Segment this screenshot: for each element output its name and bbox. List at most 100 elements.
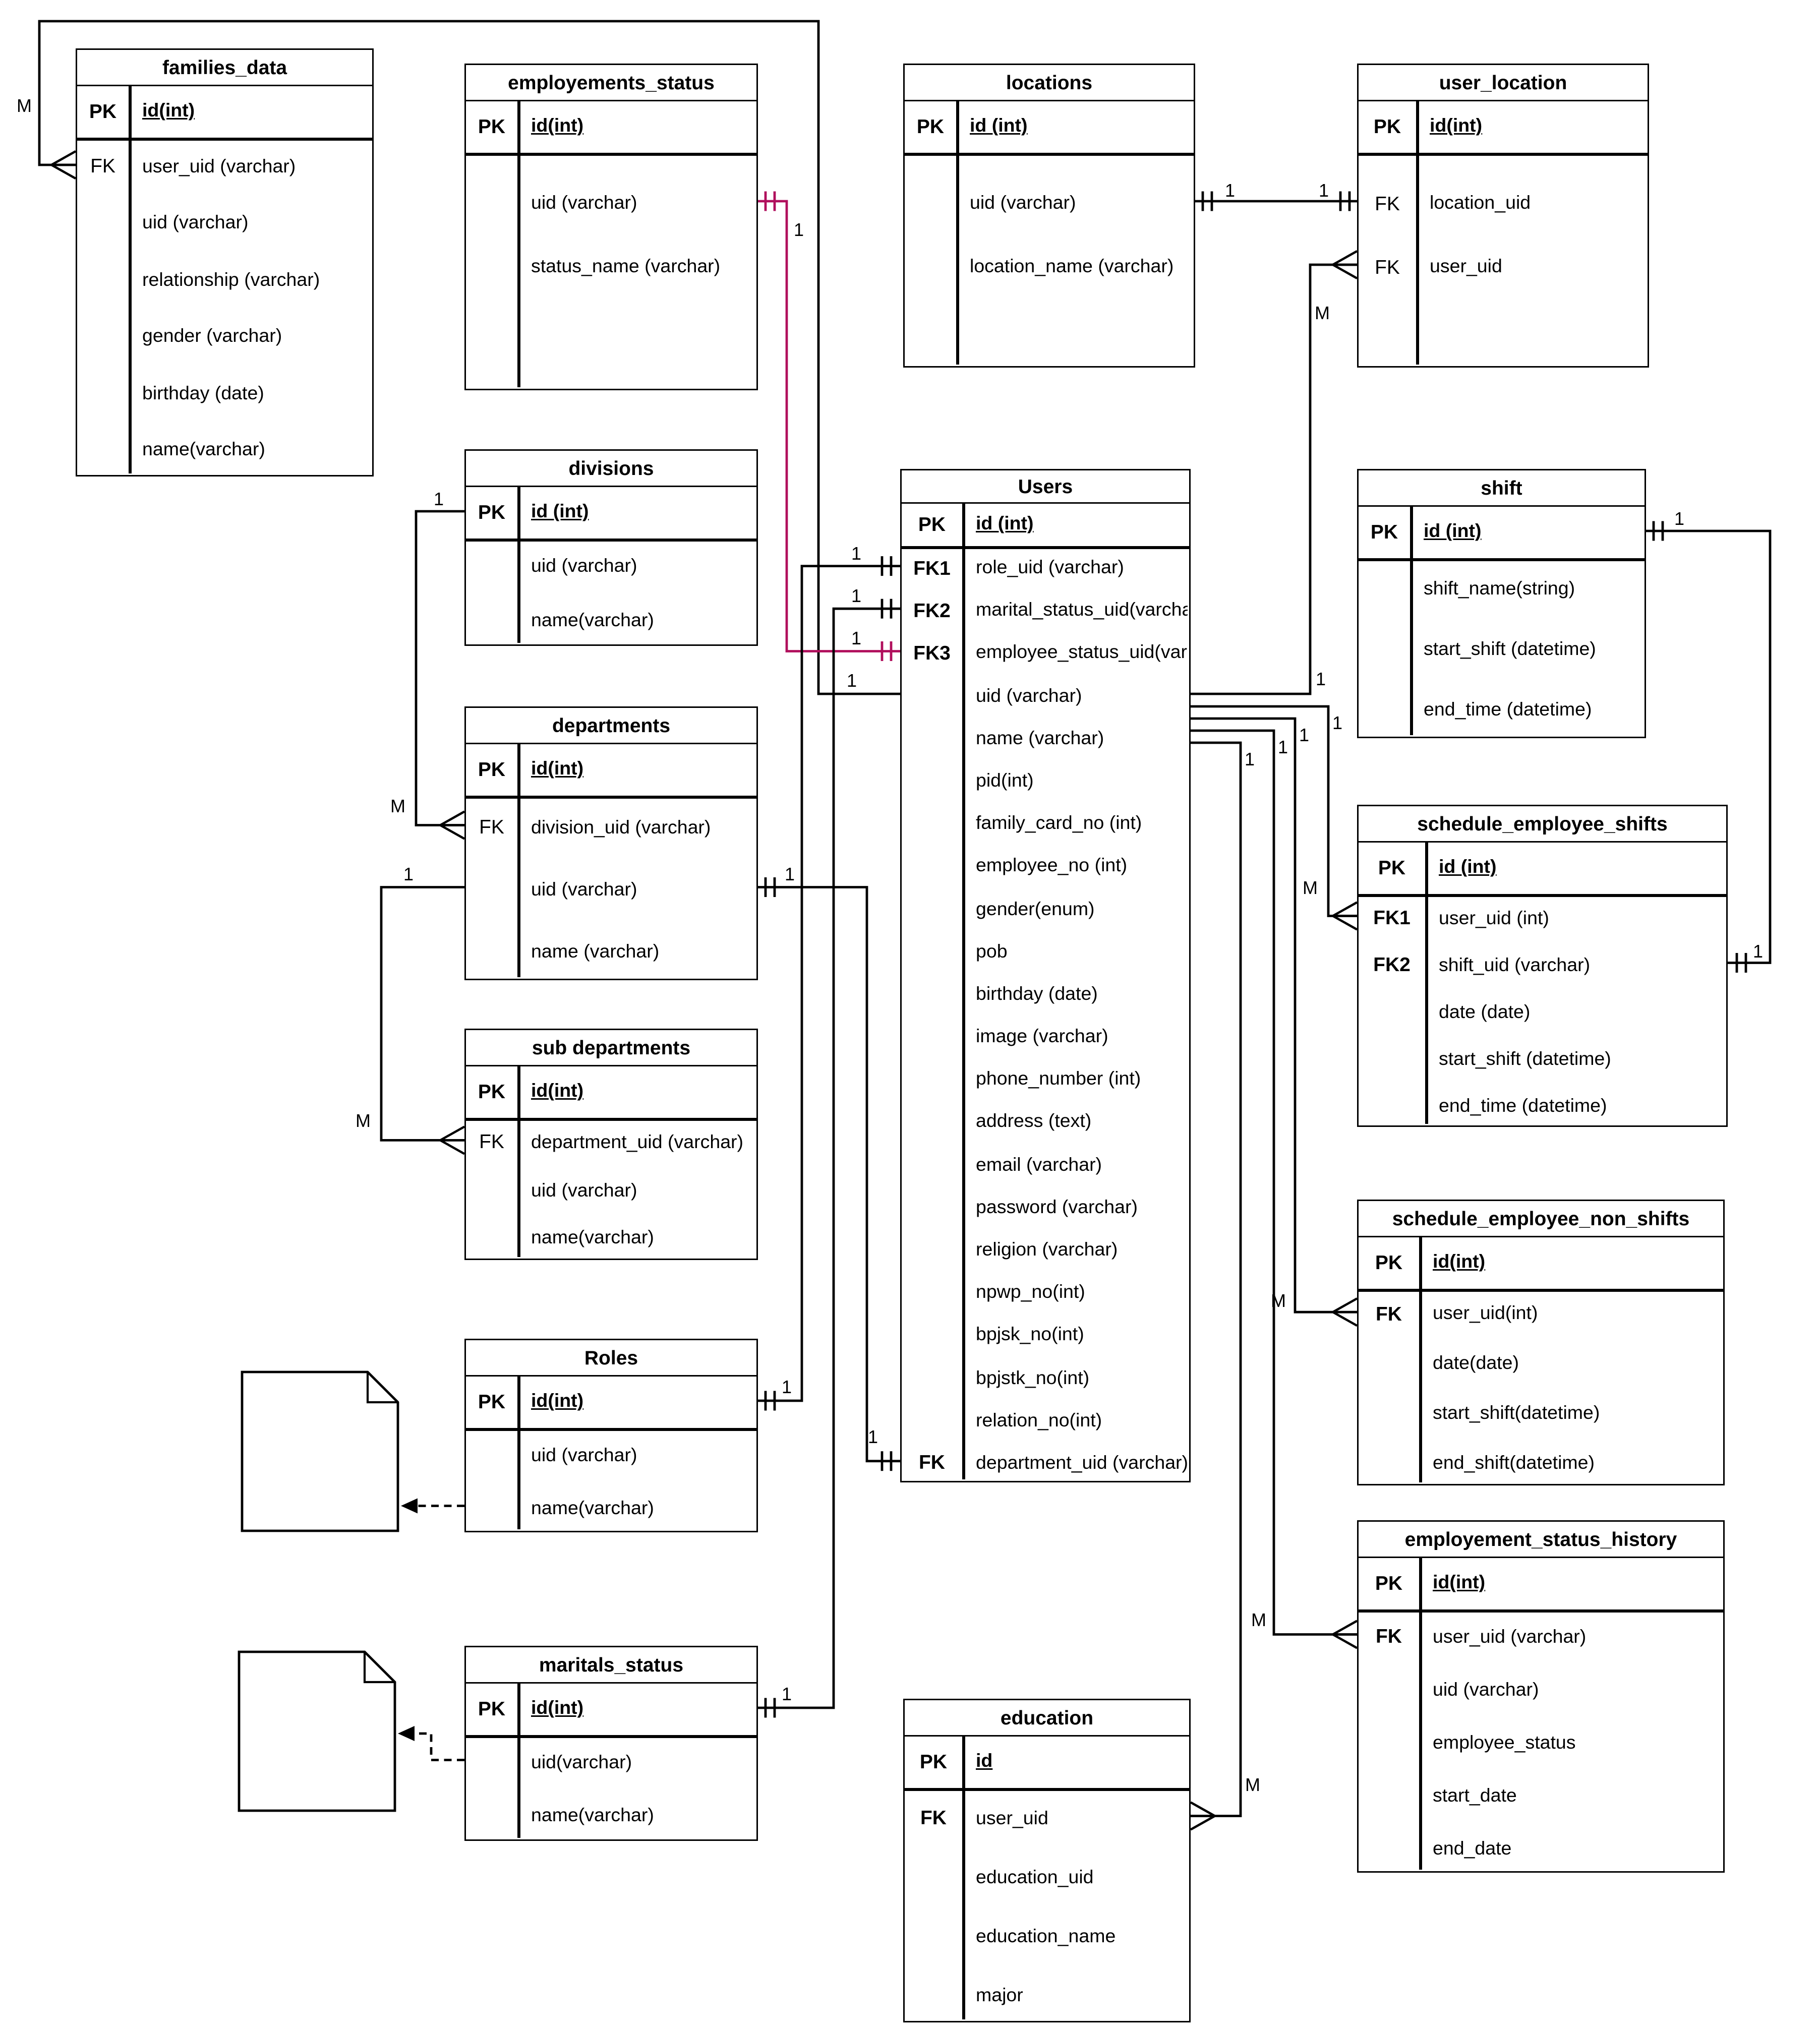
relationship-line-maritals-users-fk2 (758, 607, 900, 1709)
pk-field-label: id (int) (1424, 520, 1482, 542)
pk-key-label: PK (916, 114, 945, 137)
crowsfoot-icon (1332, 901, 1358, 931)
field-label: user_uid(int) (1433, 1303, 1538, 1325)
field-label: birthday (date) (142, 382, 264, 404)
key-column-divider (956, 101, 959, 365)
field-label: name (varchar) (531, 940, 660, 962)
pk-row-divider (1359, 1289, 1723, 1291)
field-label: name(varchar) (531, 1805, 654, 1826)
pk-field-label: id (int) (531, 501, 589, 522)
pk-key-label: PK (478, 1079, 506, 1102)
table-title: Roles (466, 1340, 756, 1377)
note-line: - K3 (256, 1783, 286, 1802)
field-label: end_date (1433, 1837, 1512, 1859)
cardinality-label: M (1303, 877, 1318, 899)
table-title: employement_status_history (1359, 1522, 1723, 1558)
key-column-divider (517, 744, 520, 977)
field-label: user_uid (varchar) (1433, 1625, 1587, 1647)
cardinality-label: 1 (1224, 180, 1236, 201)
field-label: uid (varchar) (531, 555, 637, 576)
fk-key-label: FK2 (913, 599, 951, 622)
note-line: - finance (259, 1496, 323, 1515)
crowsfoot-icon (1190, 1801, 1216, 1831)
field-label: end_time (datetime) (1424, 699, 1592, 720)
field-label: location_name (varchar) (970, 256, 1174, 277)
field-label: role_uid (varchar) (976, 557, 1124, 578)
cardinality-label: 1 (1277, 737, 1288, 758)
relationship-line-user_location-users (1191, 263, 1357, 695)
fk-key-label: FK (1375, 255, 1400, 278)
field-label: pid(int) (976, 770, 1034, 791)
field-label: relationship (varchar) (142, 269, 320, 290)
note-fold-icon (366, 1372, 398, 1404)
pk-field-label: id (int) (976, 513, 1034, 534)
table-title: employements_status (466, 65, 756, 101)
pk-field-label: id(int) (531, 1080, 584, 1101)
field-label: phone_number (int) (976, 1068, 1141, 1090)
fk-key-label: FK (1375, 1625, 1402, 1647)
field-label: bpjsk_no(int) (976, 1324, 1084, 1346)
field-label: user_uid (976, 1807, 1048, 1828)
key-column-divider (517, 101, 520, 387)
key-column-divider (517, 487, 520, 643)
pk-field-label: id(int) (531, 115, 584, 136)
pk-key-label: PK (1375, 1250, 1403, 1273)
field-label: relation_no(int) (976, 1409, 1102, 1431)
key-column-divider (1419, 1237, 1422, 1482)
pk-field-label: id(int) (1430, 115, 1483, 136)
note-line: - TK (256, 1690, 287, 1708)
field-label: education_name (976, 1925, 1116, 1946)
cardinality-label: 1 (781, 1684, 792, 1705)
pk-key-label: PK (478, 757, 506, 780)
cardinality-label: M (1251, 1609, 1266, 1631)
crowsfoot-icon (1332, 250, 1358, 279)
note-line: - hrd (259, 1404, 293, 1422)
field-label: user_uid (varchar) (142, 155, 296, 177)
field-label: religion (varchar) (976, 1239, 1118, 1260)
relationship-line-roles-users-fk1 (758, 565, 900, 1402)
field-label: end_shift(datetime) (1433, 1451, 1595, 1473)
field-label: uid (varchar) (531, 878, 637, 900)
table-title: schedule_employee_shifts (1359, 806, 1726, 843)
field-label: location_uid (1430, 192, 1531, 213)
relationship-line-divisions-departments (415, 510, 464, 826)
pk-field-label: id (976, 1750, 993, 1771)
pk-row-divider (902, 546, 1189, 549)
field-label: marital_status_uid(varchar (976, 599, 1188, 621)
table-title: schedule_employee_non_shifts (1359, 1201, 1723, 1237)
field-label: uid (varchar) (531, 1179, 637, 1201)
cardinality-label: M (17, 95, 32, 116)
crowsfoot-icon (439, 1125, 465, 1155)
pk-key-label: PK (478, 1696, 506, 1719)
field-label: start_shift (datetime) (1424, 638, 1596, 660)
field-label: pob (976, 940, 1008, 962)
field-label: major (976, 1984, 1023, 2005)
field-label: bpjstk_no(int) (976, 1366, 1090, 1388)
cardinality-label: 1 (793, 219, 804, 241)
pk-field-label: id (int) (1439, 856, 1497, 877)
cardinality-label: 1 (1752, 941, 1764, 962)
pk-row-divider (466, 539, 756, 541)
cardinality-label: 1 (1332, 712, 1343, 734)
table-title: divisions (466, 451, 756, 487)
key-column-divider (129, 86, 131, 473)
note-roles_values: - director- hrd- it_spv- it- finance_spv… (259, 1380, 358, 1518)
crowsfoot-icon (1332, 1297, 1358, 1327)
cardinality-label: M (1315, 303, 1330, 324)
key-column-divider (1419, 1558, 1422, 1870)
note-line: - K0 (256, 1713, 286, 1732)
pk-key-label: PK (1373, 114, 1401, 137)
fk-key-label: FK2 (1373, 953, 1411, 976)
key-column-divider (962, 504, 965, 1479)
field-label: uid (varchar) (970, 192, 1076, 213)
field-label: email (varchar) (976, 1153, 1102, 1175)
crowsfoot-icon (439, 810, 465, 840)
relationship-line-users-education (1191, 741, 1242, 1817)
